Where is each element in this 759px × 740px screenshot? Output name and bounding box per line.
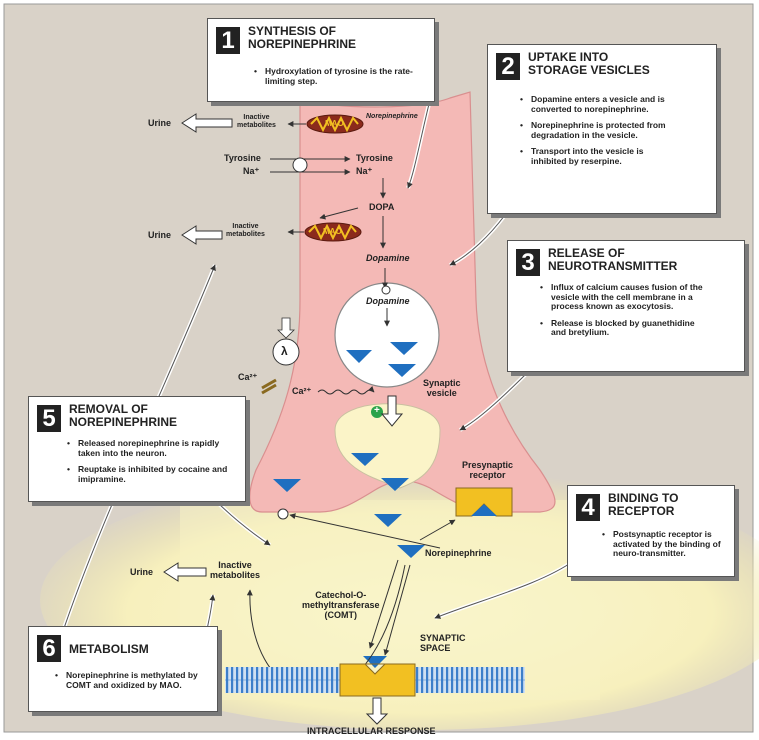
box-3-bullet-2: Release is blocked by guanethidine and b… [540, 318, 705, 338]
ca-channel-2 [261, 383, 277, 395]
ca-label-inside: Ca²⁺ [292, 386, 312, 396]
box-1-bullets: Hydroxylation of tyrosine is the rate-li… [254, 66, 424, 93]
callout-box-4: 4 BINDING TO RECEPTOR Postsynaptic recep… [567, 485, 735, 577]
reuptake-transporter [277, 508, 289, 520]
callout-box-1: 1 SYNTHESIS OF NOREPINEPHRINE Hydroxylat… [207, 18, 435, 102]
exocytosis-arrow [380, 395, 404, 427]
intracellular-response-arrow [365, 697, 389, 725]
comt-arrow [368, 559, 399, 649]
mao-mitochondrion-top [306, 114, 364, 134]
mao-mitochondrion-bottom [304, 222, 362, 242]
box-3-bullets: Influx of calcium causes fusion of the v… [540, 282, 705, 345]
box-5-bullet-1: Released norepinephrine is rapidly taken… [67, 438, 242, 458]
reuptake-arrow [289, 513, 441, 549]
released-ne-2 [381, 478, 409, 491]
action-potential-arrow [277, 317, 295, 339]
inactive-metabolites-label-1: Inactive metabolites [237, 114, 276, 129]
callout-box-5: 5 REMOVAL OF NOREPINEPHRINE Released nor… [28, 396, 246, 502]
box-2-number: 2 [496, 53, 520, 80]
na-label-inside: Na⁺ [356, 166, 373, 176]
urine-arrow-1 [181, 113, 233, 133]
box-2-title: UPTAKE INTO STORAGE VESICLES [528, 50, 650, 77]
receptor-binding-arrow [419, 519, 456, 541]
mao-label-top: MAO [325, 119, 344, 128]
box-2-bullets: Dopamine enters a vesicle and is convert… [520, 94, 670, 173]
postsynaptic-receptor [339, 663, 416, 697]
dopa-to-mao-arrow [319, 207, 359, 220]
vesicle-transporter [381, 285, 391, 295]
box-3-number: 3 [516, 249, 540, 276]
box-1-title: SYNTHESIS OF NOREPINEPHRINE [248, 24, 357, 51]
box-4-bullet-1: Postsynaptic receptor is activated by th… [602, 529, 727, 559]
fusing-vesicle [334, 403, 441, 489]
box-4-bullets: Postsynaptic receptor is activated by th… [602, 529, 727, 566]
plus-label: + [374, 405, 380, 416]
released-ne-5 [397, 545, 425, 558]
presynaptic-receptor-ne [471, 504, 497, 516]
norepinephrine-label: Norepinephrine [425, 548, 492, 558]
box-4-title: BINDING TO RECEPTOR [608, 491, 679, 518]
tyrosine-transporter [292, 157, 308, 173]
box-6-number: 6 [37, 635, 61, 662]
vesicle-ne-3 [388, 364, 416, 377]
ca-label-outside: Ca²⁺ [238, 372, 258, 382]
callout-box-3: 3 RELEASE OF NEUROTRANSMITTER Influx of … [507, 240, 745, 372]
action-potential-symbol [272, 338, 300, 366]
synaptic-space-label: SYNAPTIC SPACE [420, 633, 466, 653]
presynaptic-receptor-label: Presynaptic receptor [462, 460, 514, 480]
plus-marker [371, 406, 383, 418]
tyrosine-label-inside: Tyrosine [356, 153, 393, 163]
postsynaptic-binding-arrow [383, 564, 411, 656]
urine-arrow-3 [163, 562, 207, 582]
inactive-metabolites-label-2: Inactive metabolites [226, 223, 265, 238]
urine-arrow-2 [181, 225, 223, 245]
box-5-bullets: Released norepinephrine is rapidly taken… [67, 438, 242, 491]
box-6-bullet-1: Norepinephrine is methylated by COMT and… [55, 670, 205, 690]
box-6-title: METABOLISM [69, 642, 149, 656]
box-2-bullet-1: Dopamine enters a vesicle and is convert… [520, 94, 670, 114]
norepinephrine-italic-label: Norepinephrine [366, 113, 418, 120]
box-1-bullet-1: Hydroxylation of tyrosine is the rate-li… [254, 66, 424, 86]
calcium-influx-wave [317, 386, 375, 395]
released-ne-3 [273, 479, 301, 492]
mao-label-bottom: MAO [323, 227, 342, 236]
box-5-bullet-2: Reuptake is inhibited by cocaine and imi… [67, 464, 242, 484]
box-1-number: 1 [216, 27, 240, 54]
urine-label-2: Urine [148, 230, 172, 240]
released-ne-4 [374, 514, 402, 527]
intracellular-response-label: INTRACELLULAR RESPONSE [307, 726, 436, 736]
inactive-metabolites-label-3: Inactive metabolites [210, 560, 261, 580]
released-ne-1 [351, 453, 379, 466]
na-label-outside: Na⁺ [243, 166, 260, 176]
box-5-number: 5 [37, 405, 61, 432]
synaptic-vesicle-label: Synaptic vesicle [423, 378, 461, 398]
vesicle-ne-1 [346, 350, 372, 363]
dopamine-label: Dopamine [366, 253, 410, 263]
box-6-bullets: Norepinephrine is methylated by COMT and… [55, 670, 205, 697]
box-3-title: RELEASE OF NEUROTRANSMITTER [548, 246, 678, 273]
dopa-label: DOPA [369, 202, 395, 212]
callout-box-2: 2 UPTAKE INTO STORAGE VESICLES Dopamine … [487, 44, 717, 214]
box-5-title: REMOVAL OF NOREPINEPHRINE [69, 402, 178, 429]
box-2-bullet-2: Norepinephrine is protected from degrada… [520, 120, 670, 140]
box-4-number: 4 [576, 494, 600, 521]
urine-label-1: Urine [148, 118, 172, 128]
box-2-bullet-3: Transport into the vesicle is inhibited … [520, 146, 670, 166]
callout-box-6: 6 METABOLISM Norepinephrine is methylate… [28, 626, 218, 712]
tyrosine-label-outside: Tyrosine [224, 153, 261, 163]
urine-label-3: Urine [130, 567, 154, 577]
dopamine-vesicle-label: Dopamine [366, 296, 410, 306]
ca-channel-1 [261, 378, 277, 390]
box-3-bullet-1: Influx of calcium causes fusion of the v… [540, 282, 705, 312]
vesicle-ne-2 [390, 342, 418, 355]
action-potential-label: λ [281, 344, 288, 358]
comt-label: Catechol-O- methyltransferase (COMT) [302, 590, 380, 620]
